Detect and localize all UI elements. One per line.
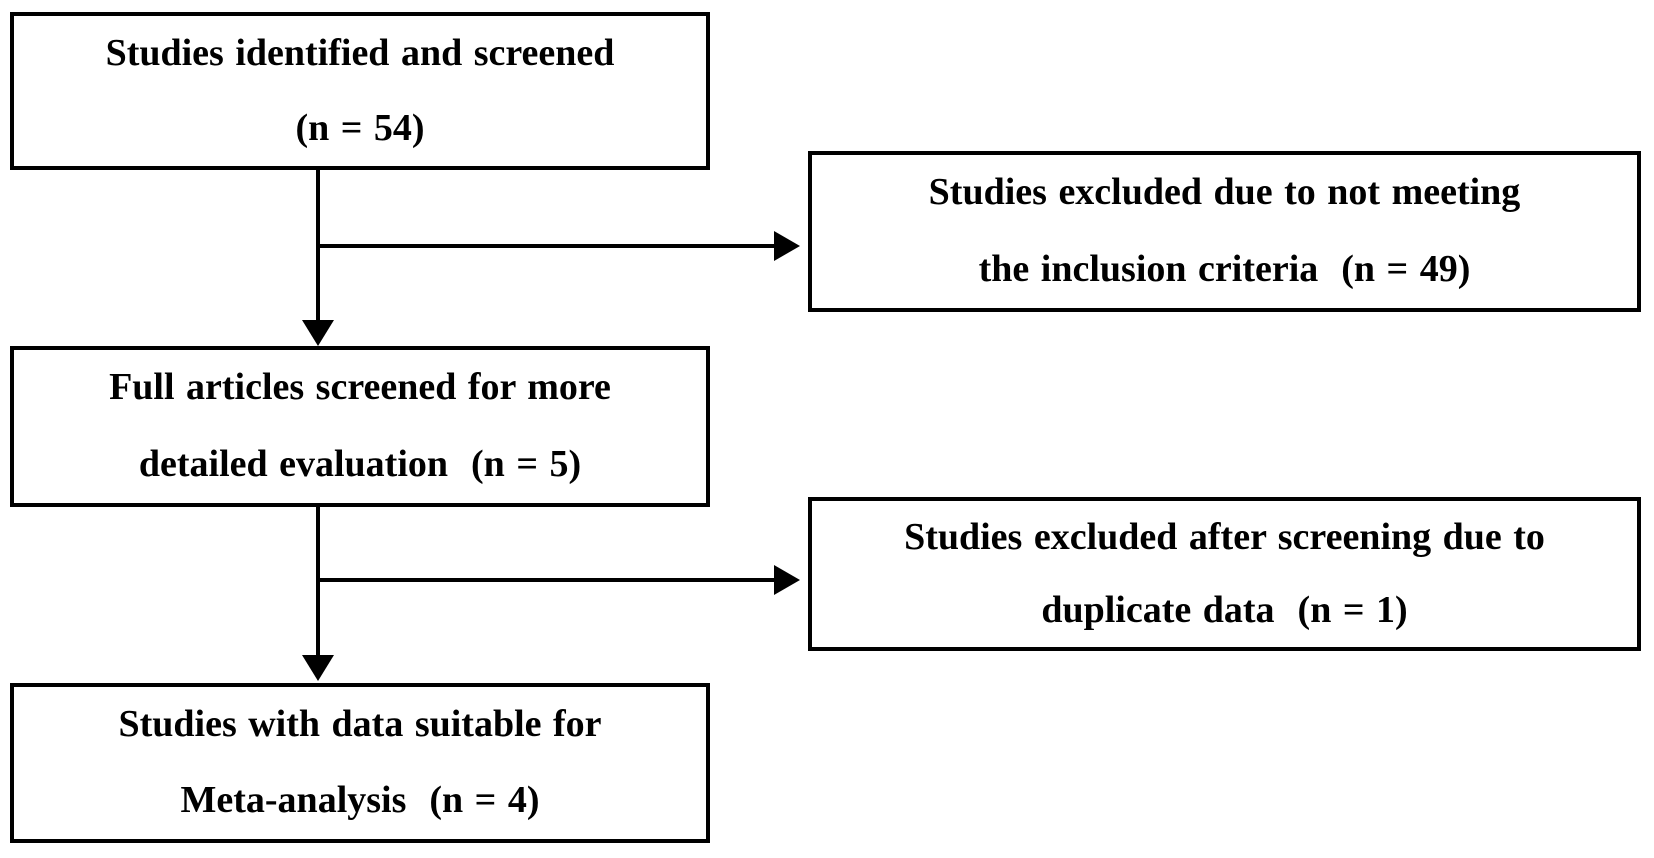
right-arrow-head-icon	[774, 231, 800, 261]
connector-fullarticles-to-excluded2-line	[316, 578, 774, 582]
right-arrow-head-icon	[774, 565, 800, 595]
node-meta-analysis-count: Meta-analysis (n = 4)	[180, 779, 540, 822]
node-studies-identified: Studies identified and screened (n = 54)	[10, 12, 710, 170]
node-excluded-duplicate-data: Studies excluded after screening due to …	[808, 497, 1641, 651]
node-studies-identified-count: (n = 54)	[295, 106, 425, 149]
node-excluded-duplicate-data-label: Studies excluded after screening due to	[904, 515, 1545, 558]
node-studies-identified-label: Studies identified and screened	[105, 31, 615, 74]
node-meta-analysis: Studies with data suitable for Meta-anal…	[10, 683, 710, 843]
connector-identified-to-excluded1-line	[316, 244, 774, 248]
down-arrow-head-icon	[302, 655, 334, 681]
down-arrow-head-icon	[302, 320, 334, 346]
node-full-articles-screened-label: Full articles screened for more	[109, 366, 611, 409]
node-excluded-inclusion-criteria-count: the inclusion criteria (n = 49)	[978, 247, 1471, 290]
node-meta-analysis-label: Studies with data suitable for	[118, 703, 602, 746]
node-excluded-inclusion-criteria: Studies excluded due to not meeting the …	[808, 151, 1641, 312]
node-excluded-duplicate-data-count: duplicate data (n = 1)	[1041, 588, 1408, 631]
connector-fullarticles-to-meta-line	[316, 507, 320, 657]
node-excluded-inclusion-criteria-label: Studies excluded due to not meeting	[928, 171, 1521, 214]
node-full-articles-screened-count: detailed evaluation (n = 5)	[138, 442, 582, 485]
node-full-articles-screened: Full articles screened for more detailed…	[10, 346, 710, 507]
